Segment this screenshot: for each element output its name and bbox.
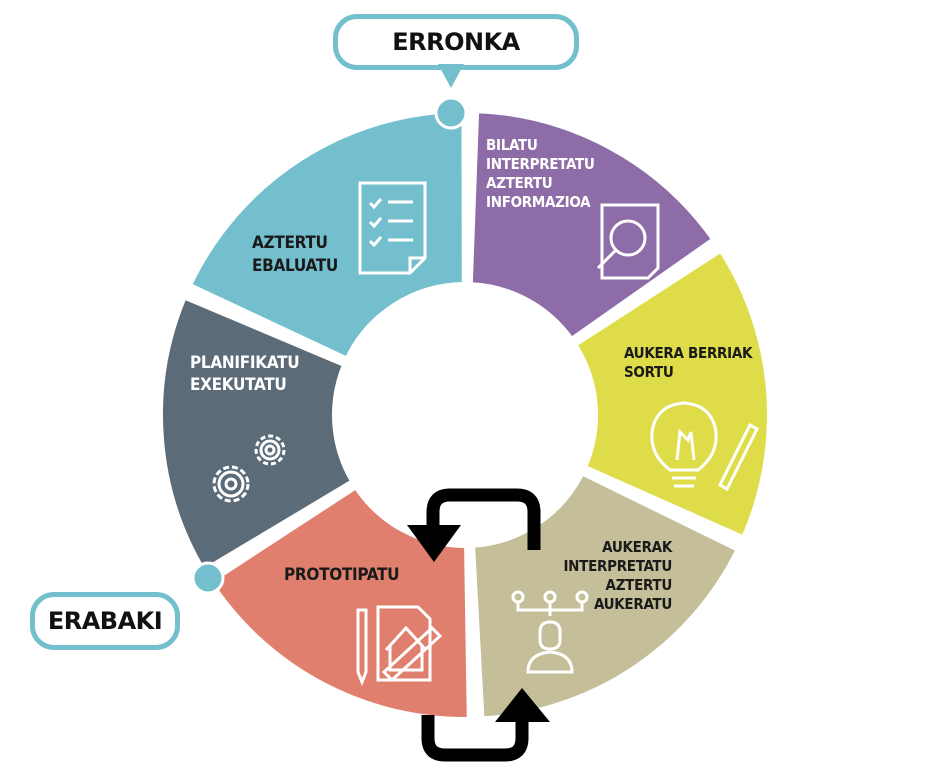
document-search-icon xyxy=(596,203,660,280)
erronka-callout-pointer xyxy=(438,64,464,88)
gears-icon xyxy=(212,434,286,503)
erabaki-callout: ERABAKI xyxy=(30,592,180,650)
erronka-dot xyxy=(434,96,468,130)
segment-planifikatu xyxy=(157,292,358,576)
arrowhead-down xyxy=(407,525,461,562)
loop-arrow-top xyxy=(426,488,541,550)
blueprint-ruler-icon xyxy=(356,605,443,687)
lightbulb-pencil-icon xyxy=(650,401,759,492)
segment-informazioa xyxy=(466,107,719,345)
erronka-callout: ERRONKA xyxy=(333,14,579,70)
loop-arrow-bottom xyxy=(421,715,529,762)
person-decision-icon xyxy=(511,590,589,674)
segment-aukera-berriak xyxy=(570,245,773,543)
erabaki-label: ERABAKI xyxy=(47,607,163,635)
segment-label-prototipatu: PROTOTIPATU xyxy=(284,565,400,585)
erronka-label: ERRONKA xyxy=(392,28,520,56)
checklist-icon xyxy=(358,181,427,275)
arrowhead-up xyxy=(495,688,550,722)
erabaki-dot xyxy=(191,561,225,595)
